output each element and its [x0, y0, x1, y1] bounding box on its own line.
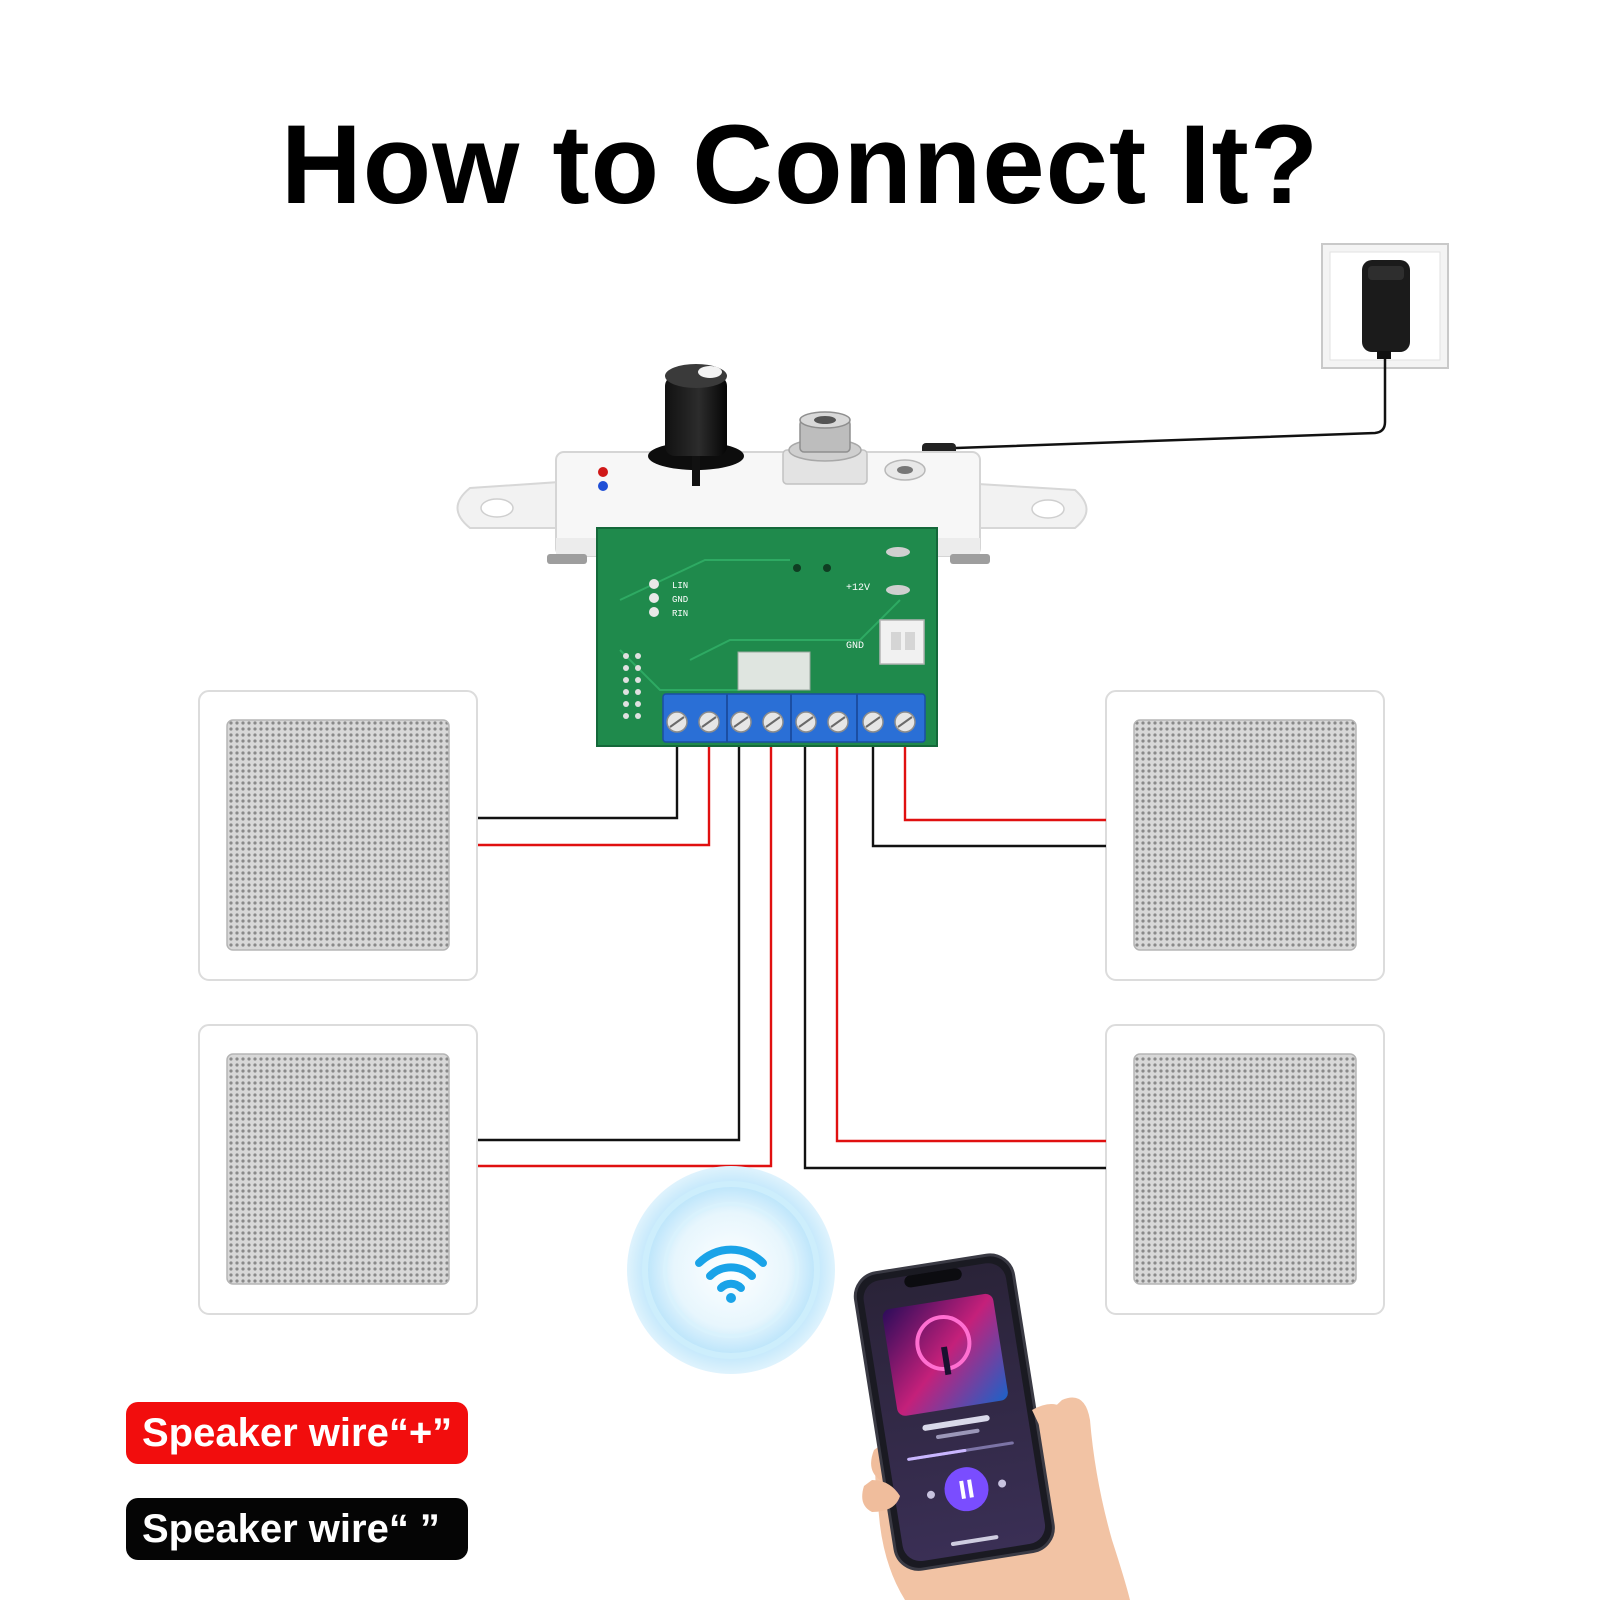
legend-positive-wire: Speaker wire“+” [126, 1402, 468, 1464]
speaker-top-left [198, 690, 478, 981]
wire-negative-top-right [871, 742, 1106, 848]
speaker-bottom-right [1105, 1024, 1385, 1315]
label-gnd-input: GND [672, 595, 688, 605]
speaker-bottom-left [198, 1024, 478, 1315]
wire-negative-top-left [478, 742, 679, 820]
wire-positive-bottom-left [478, 742, 773, 1168]
wire-positive-top-left [478, 742, 711, 847]
wire-positive-top-right [903, 742, 1106, 822]
speaker-top-right [1105, 690, 1385, 981]
wire-negative-bottom-right [803, 742, 1106, 1170]
label-power: +12V [846, 583, 870, 594]
power-adapter-icon [922, 243, 1449, 455]
wifi-icon [627, 1166, 835, 1374]
label-rin: RIN [672, 609, 688, 619]
legend-negative-wire: Speaker wire“ ” [126, 1498, 468, 1560]
amplifier-board: LIN GND RIN +12V GND [456, 364, 1088, 747]
smartphone-icon [853, 1253, 1055, 1571]
wire-positive-bottom-right [835, 742, 1106, 1143]
terminal-block [662, 693, 926, 743]
wire-negative-bottom-left [478, 742, 741, 1142]
hand-fingers [862, 1404, 1069, 1512]
page-title: How to Connect It? [280, 102, 1320, 227]
volume-knob-icon [648, 364, 744, 486]
speaker-wires [478, 742, 1106, 1170]
label-gnd: GND [846, 641, 864, 652]
label-lin: LIN [672, 581, 688, 591]
